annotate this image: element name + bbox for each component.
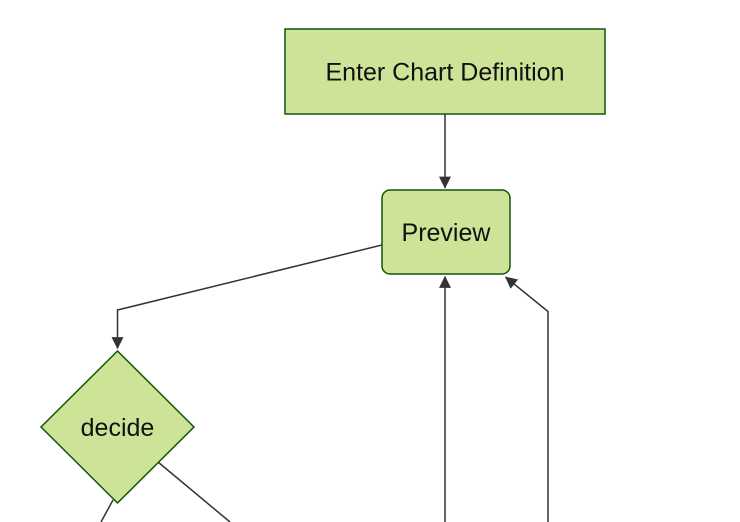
edge-offscreen-bottom-right-to-preview — [505, 276, 549, 522]
node-decide-label: decide — [81, 414, 155, 442]
node-enter-chart-definition-shape — [284, 28, 606, 115]
node-decide: decide — [39, 349, 196, 505]
node-preview-label: Preview — [402, 219, 492, 247]
node-enter-chart-definition: Enter Chart Definition — [284, 28, 606, 115]
node-preview: Preview — [381, 189, 511, 275]
edge-preview-to-decide — [111, 244, 383, 350]
node-preview-shape — [381, 189, 511, 275]
node-decide-shape — [39, 349, 196, 505]
edge-decide-to-offscreen-bottom-right — [157, 461, 231, 522]
edge-decide-to-offscreen-bottom-left — [100, 499, 114, 522]
node-enter-chart-definition-label: Enter Chart Definition — [325, 58, 564, 86]
